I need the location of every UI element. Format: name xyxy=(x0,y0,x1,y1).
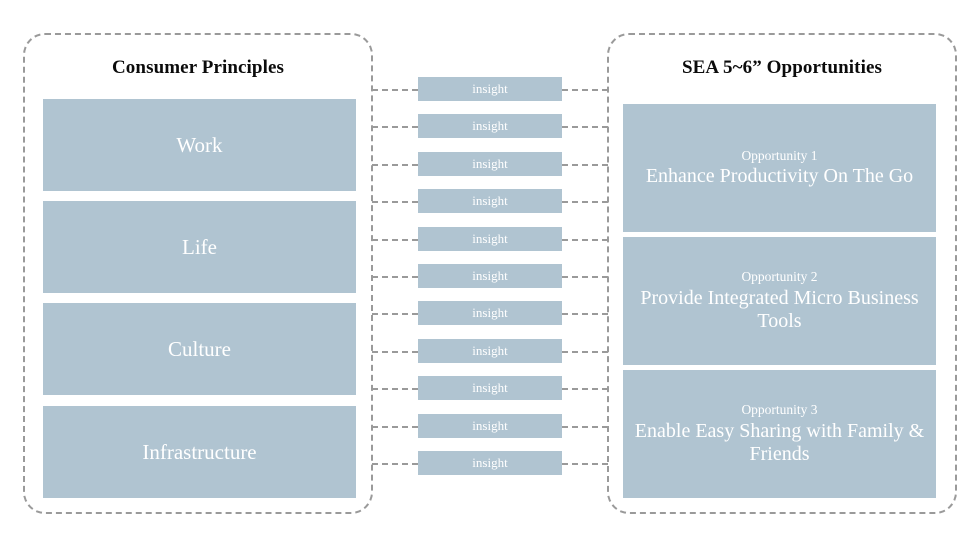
insight-label: insight xyxy=(472,268,508,283)
connector-left xyxy=(372,164,418,166)
principle-label: Culture xyxy=(168,336,231,361)
insight-box[interactable]: insight xyxy=(418,152,562,176)
insight-box[interactable]: insight xyxy=(418,339,562,363)
connector-right xyxy=(562,276,608,278)
opportunity-title: Provide Integrated Micro Business Tools xyxy=(640,286,919,333)
connector-right xyxy=(562,351,608,353)
principle-label: Work xyxy=(176,132,223,157)
opportunity-box-1[interactable]: Opportunity 1 Enhance Productivity On Th… xyxy=(623,104,936,232)
connector-right xyxy=(562,164,608,166)
opportunity-label: Opportunity 3 xyxy=(741,402,818,418)
opportunities-panel xyxy=(607,33,957,514)
connector-left xyxy=(372,463,418,465)
insight-box[interactable]: insight xyxy=(418,376,562,400)
insight-box[interactable]: insight xyxy=(418,77,562,101)
insight-label: insight xyxy=(472,156,508,171)
insight-box[interactable]: insight xyxy=(418,451,562,475)
consumer-principles-panel xyxy=(23,33,373,514)
principle-label: Infrastructure xyxy=(142,439,257,464)
connector-left xyxy=(372,201,418,203)
principle-box-culture[interactable]: Culture xyxy=(43,303,356,395)
principle-box-infrastructure[interactable]: Infrastructure xyxy=(43,406,356,498)
opportunity-box-3[interactable]: Opportunity 3 Enable Easy Sharing with F… xyxy=(623,370,936,498)
consumer-principles-title: Consumer Principles xyxy=(111,57,285,78)
opportunity-title: Enhance Productivity On The Go xyxy=(645,165,914,188)
connector-left xyxy=(372,239,418,241)
connector-right xyxy=(562,463,608,465)
insight-label: insight xyxy=(472,343,508,358)
insight-label: insight xyxy=(472,231,508,246)
insight-label: insight xyxy=(472,455,508,470)
opportunity-label: Opportunity 1 xyxy=(741,148,818,164)
connector-left xyxy=(372,276,418,278)
insight-box[interactable]: insight xyxy=(418,301,562,325)
connector-left xyxy=(372,388,418,390)
connector-right xyxy=(562,201,608,203)
insight-label: insight xyxy=(472,193,508,208)
principle-box-life[interactable]: Life xyxy=(43,201,356,293)
insight-label: insight xyxy=(472,305,508,320)
principle-label: Life xyxy=(182,234,217,259)
opportunity-box-2[interactable]: Opportunity 2 Provide Integrated Micro B… xyxy=(623,237,936,365)
connector-left xyxy=(372,426,418,428)
connector-right xyxy=(562,426,608,428)
insight-box[interactable]: insight xyxy=(418,264,562,288)
insight-label: insight xyxy=(472,118,508,133)
insight-box[interactable]: insight xyxy=(418,414,562,438)
connector-right xyxy=(562,126,608,128)
insight-box[interactable]: insight xyxy=(418,227,562,251)
insight-label: insight xyxy=(472,380,508,395)
opportunities-title: SEA 5~6” Opportunities xyxy=(681,57,882,78)
opportunity-label: Opportunity 2 xyxy=(741,269,818,285)
connector-left xyxy=(372,313,418,315)
insight-label: insight xyxy=(472,81,508,96)
connector-left xyxy=(372,126,418,128)
principle-box-work[interactable]: Work xyxy=(43,99,356,191)
connector-right xyxy=(562,388,608,390)
connector-right xyxy=(562,89,608,91)
insight-box[interactable]: insight xyxy=(418,114,562,138)
connector-right xyxy=(562,239,608,241)
connector-left xyxy=(372,351,418,353)
insight-box[interactable]: insight xyxy=(418,189,562,213)
insight-label: insight xyxy=(472,418,508,433)
opportunity-title: Enable Easy Sharing with Family & Friend… xyxy=(634,419,925,466)
connector-left xyxy=(372,89,418,91)
connector-right xyxy=(562,313,608,315)
